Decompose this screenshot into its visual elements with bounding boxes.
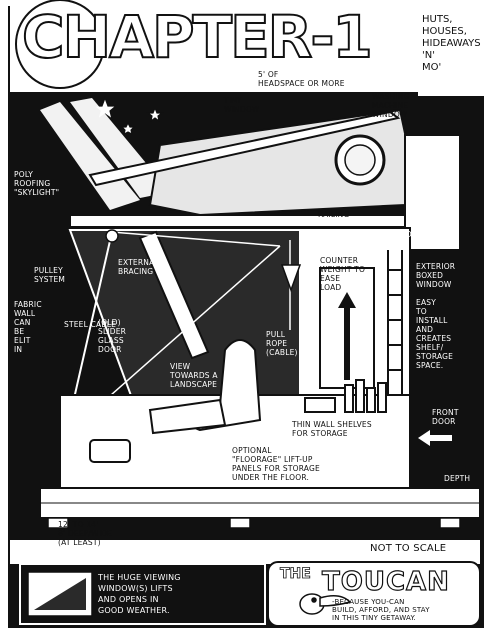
chapter-title: CHAPTER-1 xyxy=(21,3,374,71)
armchair xyxy=(148,339,262,435)
pulley-system-label: PULLEY SYSTEM xyxy=(34,266,66,284)
optional-floorage-label: OPTIONAL "FLOORAGE" LIFT-UP PANELS FOR S… xyxy=(232,446,320,482)
external-bracing-label: EXTERNAL BRACING xyxy=(118,258,159,276)
gear-icon xyxy=(15,0,105,89)
brand-the: THE xyxy=(280,566,312,583)
depth-label: DEPTH xyxy=(444,474,471,483)
thin-wall-shelves-label: THIN WALL SHELVES FOR STORAGE xyxy=(292,420,372,438)
arrow-left-icon xyxy=(418,430,452,446)
fabric-wall-label: FABRIC WALL CAN BE ELIT IN xyxy=(14,300,42,354)
brand-tagline: -BECAUSE YOU-CAN BUILD, AFFORD, AND STAY… xyxy=(332,598,430,622)
dimensions-label: 12' TO 14' 8' DEEP/WIDE (AT LEAST) xyxy=(58,520,113,547)
pulley-icon xyxy=(105,229,119,243)
ladder-label: LADDER xyxy=(396,230,429,239)
caption-text: THE HUGE VIEWING WINDOW(S) LIFTS AND OPE… xyxy=(98,573,181,615)
side-table xyxy=(89,439,131,463)
chapter-subtitle: HUTS, HOUSES, HIDEAWAYS 'N' MO' xyxy=(422,14,481,73)
poly-roofing-label: POLY ROOFING "SKYLIGHT" xyxy=(14,170,60,197)
headspace-label: 5' OF HEADSPACE OR MORE xyxy=(258,70,345,88)
counterweight xyxy=(280,264,302,293)
washing-machine-window-label: WASHING MACHINE WINDOW xyxy=(372,92,410,119)
slider-glass-door-label: (OLD) SLIDER GLASS DOOR xyxy=(98,318,127,354)
toucan-icon xyxy=(299,593,352,615)
steel-cable-label: STEEL CABLE xyxy=(64,320,117,329)
exterior-boxed-window-label: EXTERIOR BOXED WINDOW xyxy=(416,262,456,289)
view-landscape-label: VIEW TOWARDS A LANDSCAPE xyxy=(170,362,218,389)
counterweight-label: COUNTER WEIGHT TO EASE LOAD xyxy=(320,256,366,292)
exterior-boxed-window xyxy=(404,134,461,251)
loft-floor xyxy=(69,214,421,228)
tiny-window-label: TINY WINDOW xyxy=(224,96,260,114)
not-to-scale-label: NOT TO SCALE xyxy=(370,543,447,554)
up-arrow-icon xyxy=(338,292,356,380)
easy-install-label: EASY TO INSTALL AND CREATES SHELF/ STORA… xyxy=(416,298,454,370)
thin-wall-shelves xyxy=(304,379,387,413)
front-door-label: FRONT DOOR xyxy=(432,408,459,426)
brand-name: TOUCAN xyxy=(321,566,450,597)
pull-rope-label: PULL ROPE (CABLE) xyxy=(266,330,298,357)
external-bracing xyxy=(138,230,210,360)
railing-label: RAILING xyxy=(318,210,350,219)
